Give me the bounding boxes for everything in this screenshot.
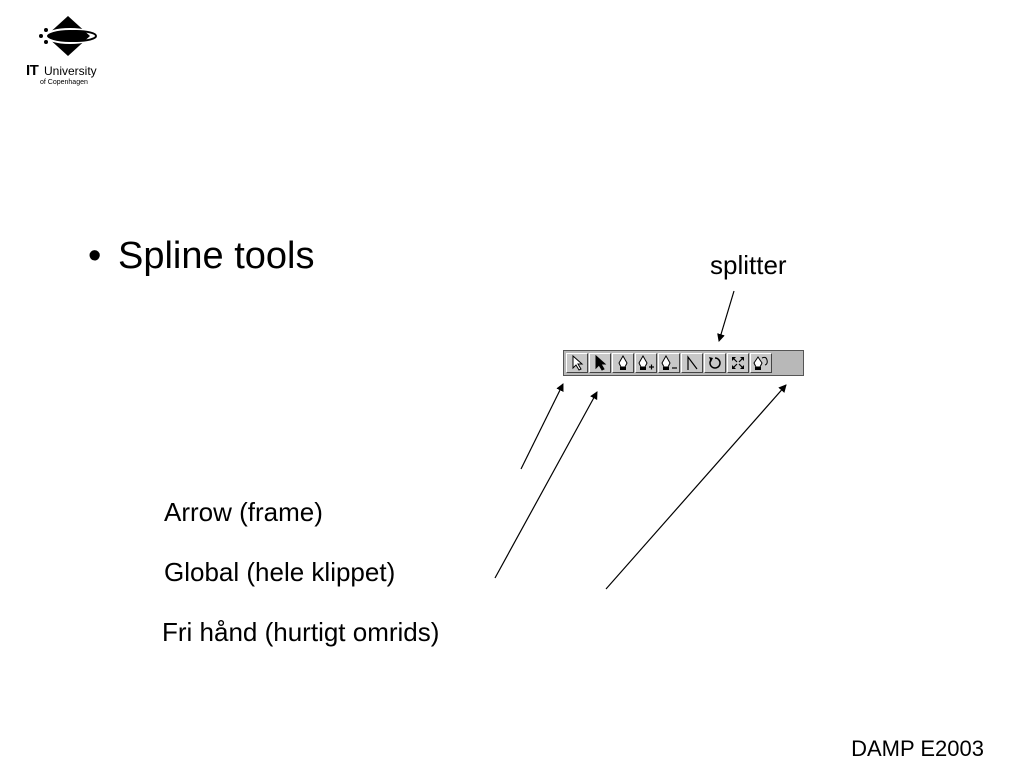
arrow-outline-icon: [572, 355, 584, 371]
rotate-icon: [709, 357, 721, 369]
expand-tool-button[interactable]: [727, 353, 749, 373]
global-pointer-arrow: [494, 391, 598, 579]
bullet-marker: •: [88, 235, 102, 277]
splitter-pointer-arrow: [717, 290, 735, 342]
footer-text: DAMP E2003: [851, 736, 984, 761]
freehand-pointer-arrow: [605, 384, 787, 590]
label-global: Global (hele klippet): [164, 557, 396, 587]
pen-add-tool-button[interactable]: [635, 353, 657, 373]
logo-it-text: IT: [26, 62, 39, 79]
label-splitter: splitter: [710, 250, 787, 280]
bullet-spline-tools: • Spline tools: [88, 232, 314, 280]
bullet-text: Spline tools: [118, 235, 315, 277]
pen-icon: [618, 355, 628, 370]
arrow-filled-icon: [595, 355, 607, 371]
splitter-icon: [687, 355, 698, 370]
splitter-tool-button[interactable]: [681, 353, 703, 373]
arrow-frame-pointer-arrow: [520, 383, 564, 470]
expand-icon: [732, 357, 744, 369]
rotate-tool-button[interactable]: [704, 353, 726, 373]
spline-toolbar: [563, 350, 804, 376]
pen-add-icon: [638, 355, 654, 370]
logo-subtitle-text: of Copenhagen: [40, 79, 88, 86]
freehand-tool-button[interactable]: [750, 353, 772, 373]
logo-university-text: University: [44, 64, 97, 78]
arrow-outline-tool-button[interactable]: [566, 353, 588, 373]
label-freehand: Fri hånd (hurtigt omrids): [162, 617, 440, 647]
pen-remove-icon: [661, 355, 677, 370]
itu-logo-mark-icon: [39, 16, 97, 56]
itu-logo: IT University of Copenhagen: [22, 14, 112, 90]
label-arrow-frame: Arrow (frame): [164, 497, 323, 527]
arrow-filled-tool-button[interactable]: [589, 353, 611, 373]
pen-tool-button[interactable]: [612, 353, 634, 373]
pen-remove-tool-button[interactable]: [658, 353, 680, 373]
freehand-icon: [753, 356, 768, 370]
